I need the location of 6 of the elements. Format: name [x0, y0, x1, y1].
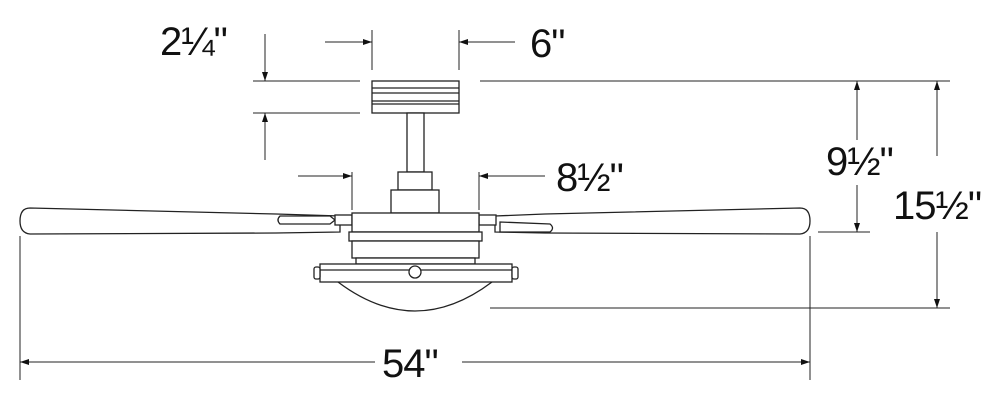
- dimension-label: 15½": [893, 186, 982, 226]
- dimension-label: 8½": [556, 158, 623, 198]
- dimension-label: 2¼": [160, 22, 227, 62]
- dimension-label: 6": [530, 24, 564, 64]
- dimension-label: 54": [382, 344, 438, 384]
- dimension-label: 9½": [826, 142, 893, 182]
